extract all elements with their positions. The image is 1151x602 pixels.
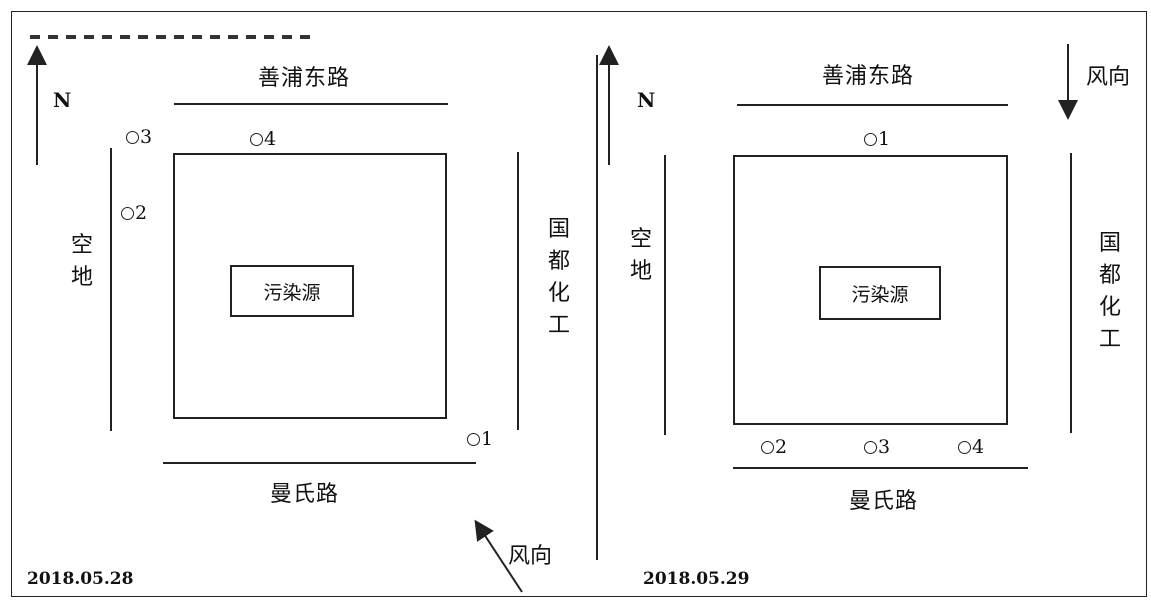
wind-direction-label: 风向 xyxy=(1086,65,1131,90)
empty-land-label: 空地 xyxy=(629,227,652,284)
left-wind-arrow xyxy=(474,519,523,593)
wind-direction-label: 风向 xyxy=(508,544,553,569)
sampling-point-4: 4 xyxy=(958,436,984,458)
sampling-point-4: 4 xyxy=(250,128,276,150)
bottom-road-label: 曼氏路 xyxy=(849,489,919,514)
north-label: N xyxy=(53,88,72,112)
top-road-line xyxy=(737,104,1008,106)
sampling-point-3: 3 xyxy=(126,126,152,148)
west-road-line xyxy=(110,148,112,431)
circle-icon xyxy=(121,206,134,220)
circle-icon xyxy=(958,440,971,454)
plant-boundary xyxy=(733,155,1008,425)
circle-icon xyxy=(467,432,480,446)
empty-land-label: 空地 xyxy=(70,233,93,290)
circle-icon xyxy=(864,132,877,146)
circle-icon xyxy=(761,440,774,454)
date-label: 2018.05.28 xyxy=(27,569,134,589)
date-label: 2018.05.29 xyxy=(643,569,750,589)
bottom-road-label: 曼氏路 xyxy=(270,482,340,507)
diagram-frame xyxy=(11,11,1147,597)
pollution-source-box: 污染源 xyxy=(230,265,354,317)
top-road-label: 善浦东路 xyxy=(822,64,915,89)
top-road-label: 善浦东路 xyxy=(258,66,351,91)
sampling-point-1: 1 xyxy=(467,428,493,450)
west-road-line xyxy=(664,155,666,435)
chemical-plant-label: 国都化工 xyxy=(547,217,570,338)
plant-boundary xyxy=(173,153,447,419)
top-road-line xyxy=(174,103,448,105)
chemical-plant-label: 国都化工 xyxy=(1098,231,1121,352)
east-road-line xyxy=(1070,153,1072,433)
pollution-source-box: 污染源 xyxy=(819,266,941,320)
circle-icon xyxy=(126,130,139,144)
bottom-road-line xyxy=(163,462,476,464)
sampling-point-1: 1 xyxy=(864,128,890,150)
scan-artifact-line xyxy=(30,35,310,39)
panel-divider xyxy=(596,55,598,560)
circle-icon xyxy=(250,132,263,146)
sampling-point-2: 2 xyxy=(761,436,787,458)
bottom-road-line xyxy=(733,467,1028,469)
east-road-line xyxy=(517,152,519,430)
sampling-point-2: 2 xyxy=(121,202,147,224)
north-label: N xyxy=(637,88,656,112)
sampling-point-3: 3 xyxy=(864,436,890,458)
circle-icon xyxy=(864,440,877,454)
